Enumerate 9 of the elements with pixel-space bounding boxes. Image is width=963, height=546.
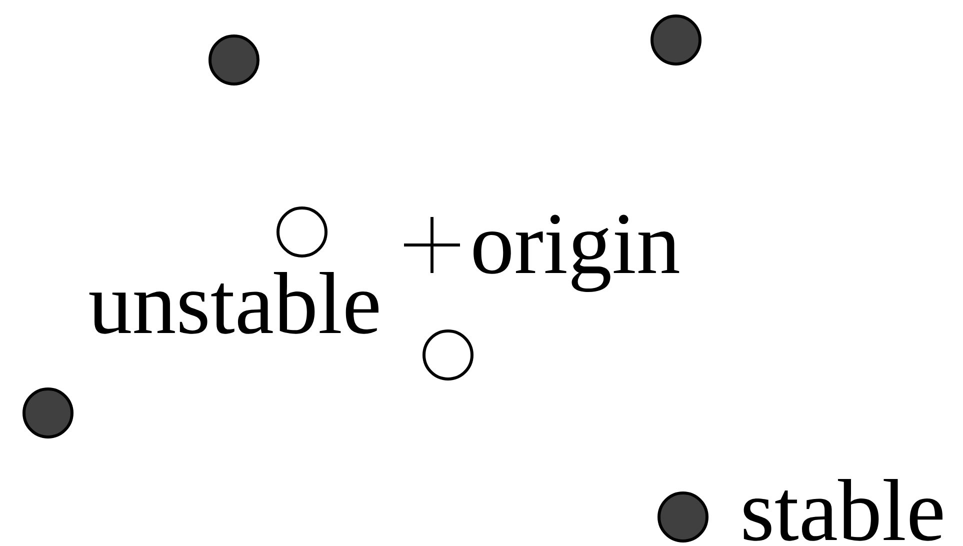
filled-dot bbox=[22, 388, 74, 438]
text-label: origin bbox=[474, 214, 680, 292]
filled-dot bbox=[208, 34, 260, 86]
filled-dot bbox=[650, 14, 702, 66]
text-label: unstable bbox=[89, 272, 378, 334]
open-circle bbox=[422, 330, 474, 380]
filled-dot bbox=[658, 492, 708, 542]
open-circle bbox=[276, 206, 328, 258]
point-label: stable bbox=[744, 478, 942, 541]
